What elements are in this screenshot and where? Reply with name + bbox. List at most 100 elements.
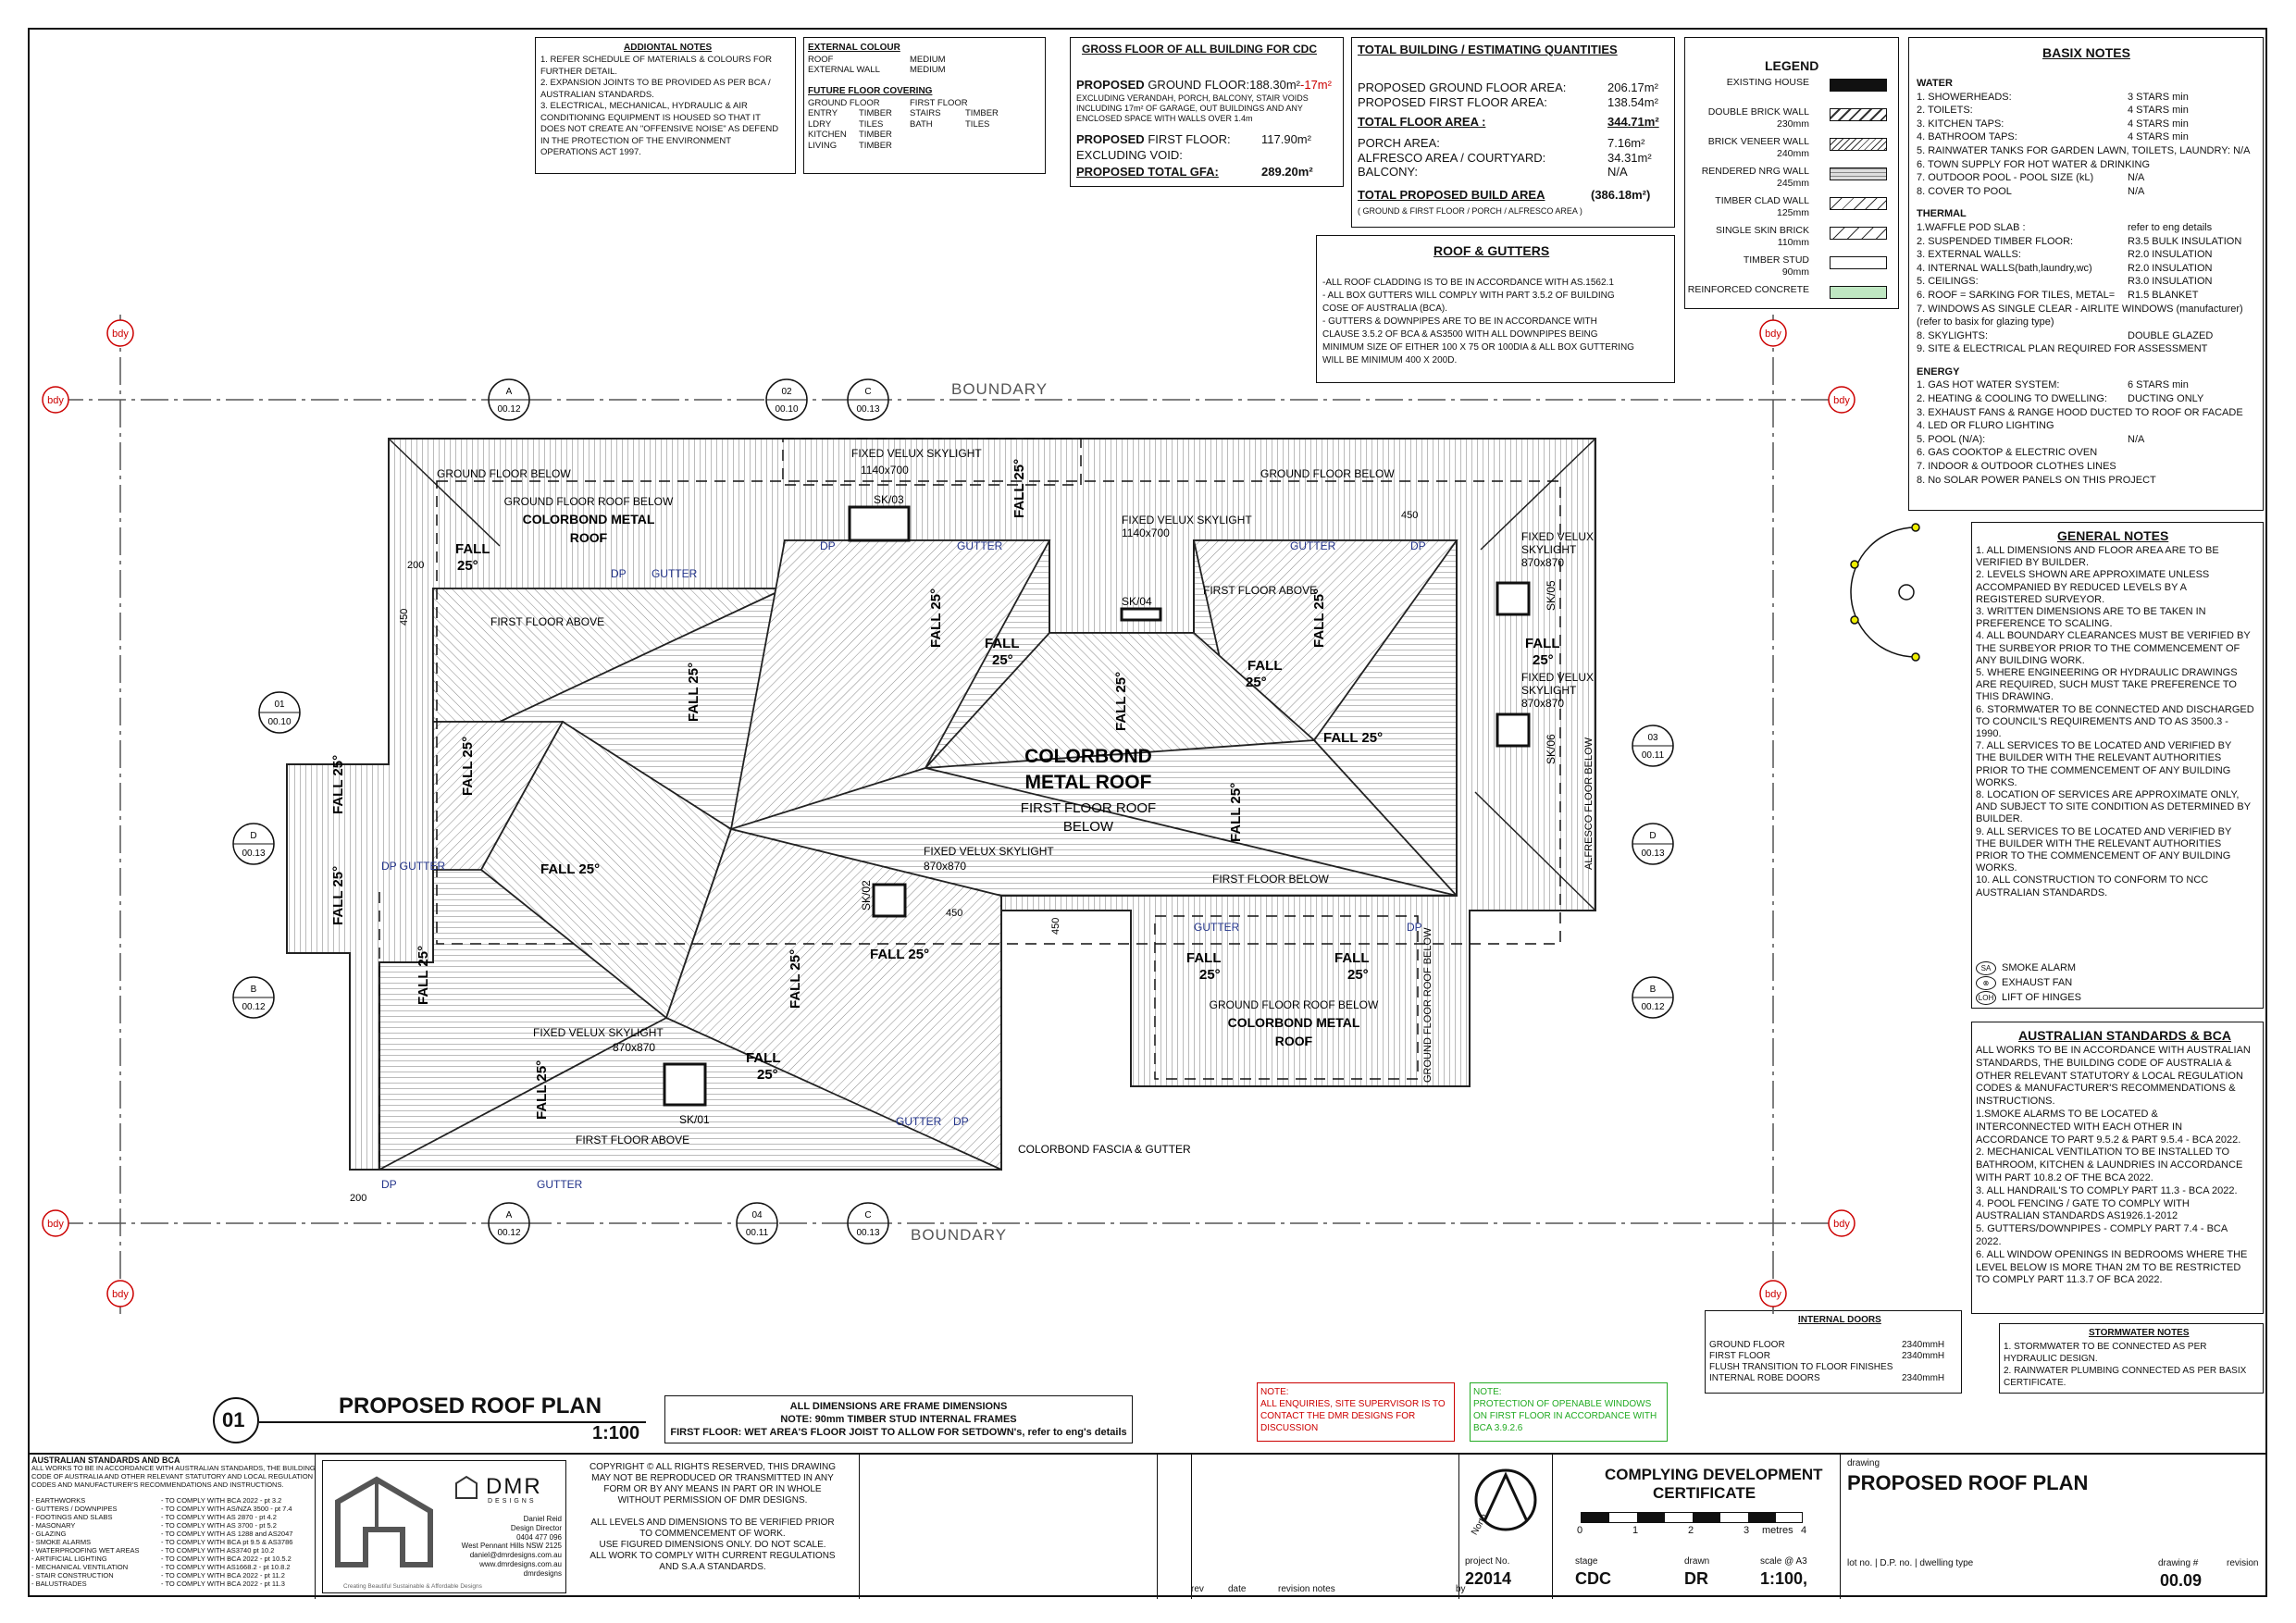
- contact-line: daniel@dmrdesigns.com.au: [469, 1551, 562, 1560]
- general-note-line: THIS DRAWING.: [1976, 691, 2054, 703]
- general-note-line: VERIFIED BY BUILDER.: [1976, 557, 2090, 569]
- footer-standards-row-cell: - SMOKE ALARMS: [31, 1537, 92, 1546]
- basix-row: 2. HEATING & COOLING TO DWELLING:DUCTING…: [1917, 392, 2259, 406]
- roof-gutters-notes: ROOF & GUTTERS -ALL ROOF CLADDING IS TO …: [1316, 235, 1675, 383]
- contact-line: 0404 477 096: [516, 1532, 562, 1542]
- additional-note-line: AUSTRALIAN STANDARDS.: [540, 89, 654, 100]
- basix-row: 3. EXTERNAL WALLS: R2.0 INSULATION: [1917, 248, 2259, 262]
- aus-standards-line: CODES & MANUFACTURER'S RECOMMENDATIONS &: [1976, 1083, 2236, 1095]
- gfa-first-value: 117.90m²: [1261, 132, 1311, 146]
- date-label: date: [1228, 1584, 1247, 1594]
- basix-item: 1. GAS HOT WATER SYSTEM:: [1917, 379, 2060, 391]
- frame-note-2: NOTE: 90mm TIMBER STUD INTERNAL FRAMES: [780, 1414, 1017, 1425]
- basix-item: 7. WINDOWS AS SINGLE CLEAR - AIRLITE WIN…: [1917, 303, 2243, 315]
- basix-item: 5. RAINWATER TANKS FOR GARDEN LAWN, TOIL…: [1917, 144, 2251, 156]
- symbol-label: LIFT OF HINGES: [2002, 992, 2081, 1003]
- roof-gutters-lines: -ALL ROOF CLADDING IS TO BE IN ACCORDANC…: [1322, 277, 1634, 367]
- additional-notes: ADDIONTAL NOTES 1. REFER SCHEDULE OF MAT…: [535, 37, 796, 174]
- copyright-line: COPYRIGHT © ALL RIGHTS RESERVED, THIS DR…: [589, 1462, 837, 1472]
- basix-row: 3. EXHAUST FANS & RANGE HOOD DUCTED TO R…: [1917, 406, 2259, 420]
- australian-standards: AUSTRALIAN STANDARDS & BCA ALL WORKS TO …: [1971, 1022, 2264, 1314]
- footer-standards-row-cell: - GUTTERS / DOWNPIPES: [31, 1504, 118, 1513]
- basix-row: 2. SUSPENDED TIMBER FLOOR:R3.5 BULK INSU…: [1917, 235, 2259, 249]
- project-label: project No.: [1465, 1556, 1510, 1567]
- basix-section-title: WATER: [1917, 78, 1953, 89]
- additional-note-line: FURTHER DETAIL.: [540, 66, 618, 77]
- basix-row: 1. SHOWERHEADS:3 STARS min: [1917, 91, 2259, 105]
- basix-item: 8. COVER TO POOL: [1917, 185, 2012, 197]
- footer-standards-row-cell: - GLAZING: [31, 1529, 67, 1538]
- basix-item: 3. EXTERNAL WALLS:: [1917, 249, 2021, 261]
- legend-label: BRICK VENEER WALL: [1707, 136, 1809, 147]
- revision-table: rev date revision notes by: [1157, 1455, 1486, 1599]
- footer-standards-row: - GLAZING- TO COMPLY WITH AS 1288 and AS…: [31, 1530, 311, 1539]
- footer-standards-row-cell: - TO COMPLY WITH AS1668.2 - pt 10.8.2: [161, 1562, 291, 1571]
- footer-standards-row-cell: - TO COMPLY WITH BCA 2022 - pt 11.2: [161, 1570, 285, 1580]
- aus-standards-line: TO COMPLY PART 11.3.7 OF BCA 2022.: [1976, 1274, 2163, 1286]
- floor-covering-row-cell: LIVING: [808, 140, 838, 151]
- external-colour-row-cell: MEDIUM: [910, 65, 946, 76]
- additional-note-line: 2. EXPANSION JOINTS TO BE PROVIDED AS PE…: [540, 78, 771, 88]
- general-note-line: AND SUBJECT TO SITE CONDITION AS DETERMI…: [1976, 801, 2252, 813]
- general-note-line: WORKS.: [1976, 862, 2017, 874]
- quantities-row: PROPOSED GROUND FLOOR AREA:206.17m²: [1358, 79, 1668, 94]
- stormwater-line: 1. STORMWATER TO BE CONNECTED AS PER: [2004, 1342, 2207, 1352]
- legend-swatch: [1830, 138, 1887, 151]
- footer-standards-row: - BALUSTRADES- TO COMPLY WITH BCA 2022 -…: [31, 1580, 311, 1589]
- copyright-line: USE FIGURED DIMENSIONS ONLY. DO NOT SCAL…: [599, 1540, 826, 1550]
- basix-value: R2.0 INSULATION: [2128, 249, 2213, 261]
- aus-standards-line: 3. ALL HANDRAIL'S TO COMPLY PART 11.3 - …: [1976, 1184, 2238, 1196]
- internal-door-row-cell: INTERNAL ROBE DOORS: [1709, 1373, 1820, 1383]
- aus-standards-line: OTHER RELEVANT STATUTORY & LOCAL REGULAT…: [1976, 1070, 2243, 1082]
- gfa-total-value: 289.20m²: [1261, 165, 1313, 179]
- footer-standards-row-cell: - TO COMPLY WITH BCA 2022 - pt 10.5.2: [161, 1554, 292, 1563]
- legend-thickness: 110mm: [1777, 237, 1809, 248]
- footer-standards-row-cell: - MASONARY: [31, 1520, 76, 1530]
- additional-note-line: IN THE PROTECTION OF THE ENVIRONMENT: [540, 135, 732, 146]
- quantities-build-value: (386.18m²): [1591, 188, 1651, 202]
- scale-tick: 4: [1801, 1525, 1807, 1536]
- roof-gutters-title: ROOF & GUTTERS: [1433, 243, 1550, 258]
- general-note-line: BUILDER.: [1976, 813, 2023, 825]
- basix-section-title: THERMAL: [1917, 208, 1967, 220]
- drawn-value: DR: [1684, 1569, 1708, 1588]
- basix-item: 5. POOL (N/A):: [1917, 433, 1986, 445]
- basix-item: 4. BATHROOM TAPS:: [1917, 131, 2017, 143]
- basix-value: 4 STARS min: [2128, 131, 2189, 143]
- aus-standards-line: 5. GUTTERS/DOWNPIPES - COMPLY PART 7.4 -…: [1976, 1223, 2228, 1235]
- external-colour-row-cell: ROOF: [808, 55, 834, 65]
- footer-standards-row-cell: - STAIR CONSTRUCTION: [31, 1570, 114, 1580]
- internal-door-row-cell: 2340mmH: [1902, 1340, 1945, 1350]
- site-supervisor-note: NOTE:ALL ENQUIRIES, SITE SUPERVISOR IS T…: [1257, 1382, 1455, 1442]
- gfa-fine-line: EXCLUDING VERANDAH, PORCH, BALCONY, STAI…: [1076, 93, 1309, 103]
- general-note-line: THE BUILDER WITH THE RELEVANT AUTHORITIE…: [1976, 837, 2222, 849]
- legend-swatch: [1830, 108, 1887, 121]
- basix-row: 8. No SOLAR POWER PANELS ON THIS PROJECT: [1917, 474, 2259, 488]
- symbol-row: ⊗EXHAUST FAN: [1976, 976, 2081, 991]
- basix-item: 6. GAS COOKTOP & ELECTRIC OVEN: [1917, 447, 2098, 459]
- quantities-title: TOTAL BUILDING / ESTIMATING QUANTITIES: [1358, 43, 1618, 56]
- general-note-line: REGISTERED SURVEYOR.: [1976, 593, 2105, 605]
- building-quantities: TOTAL BUILDING / ESTIMATING QUANTITIES P…: [1351, 37, 1675, 228]
- footer-standards-row-cell: - FOOTINGS AND SLABS: [31, 1512, 113, 1521]
- quantities-row: ALFRESCO AREA / COURTYARD:34.31m²: [1358, 149, 1668, 165]
- legend-label: REINFORCED CONCRETE: [1687, 284, 1809, 295]
- additional-note-line: OPERATIONS ACT 1997.: [540, 147, 641, 157]
- general-note-line: 4. ALL BOUNDARY CLEARANCES MUST BE VERIF…: [1976, 630, 2251, 642]
- north-project-box: North project No. 22014: [1458, 1455, 1553, 1599]
- quantities-row-cell: N/A: [1607, 165, 1628, 180]
- copyright-line: MAY NOT BE REPRODUCED OR TRANSMITTED IN …: [591, 1473, 834, 1483]
- basix-item: 2. SUSPENDED TIMBER FLOOR:: [1917, 235, 2074, 247]
- legend-thickness: 125mm: [1776, 207, 1809, 218]
- basix-row: 2. TOILETS:4 STARS min: [1917, 104, 2259, 118]
- basix-value: 4 STARS min: [2128, 105, 2189, 117]
- contact-line: Design Director: [510, 1523, 562, 1532]
- basix-row: 3. KITCHEN TAPS:4 STARS min: [1917, 118, 2259, 131]
- footer-standards-row-cell: - TO COMPLY WITH AS 3700 - pt 5.2: [161, 1520, 277, 1530]
- basix-row: 9. SITE & ELECTRICAL PLAN REQUIRED FOR A…: [1917, 342, 2259, 356]
